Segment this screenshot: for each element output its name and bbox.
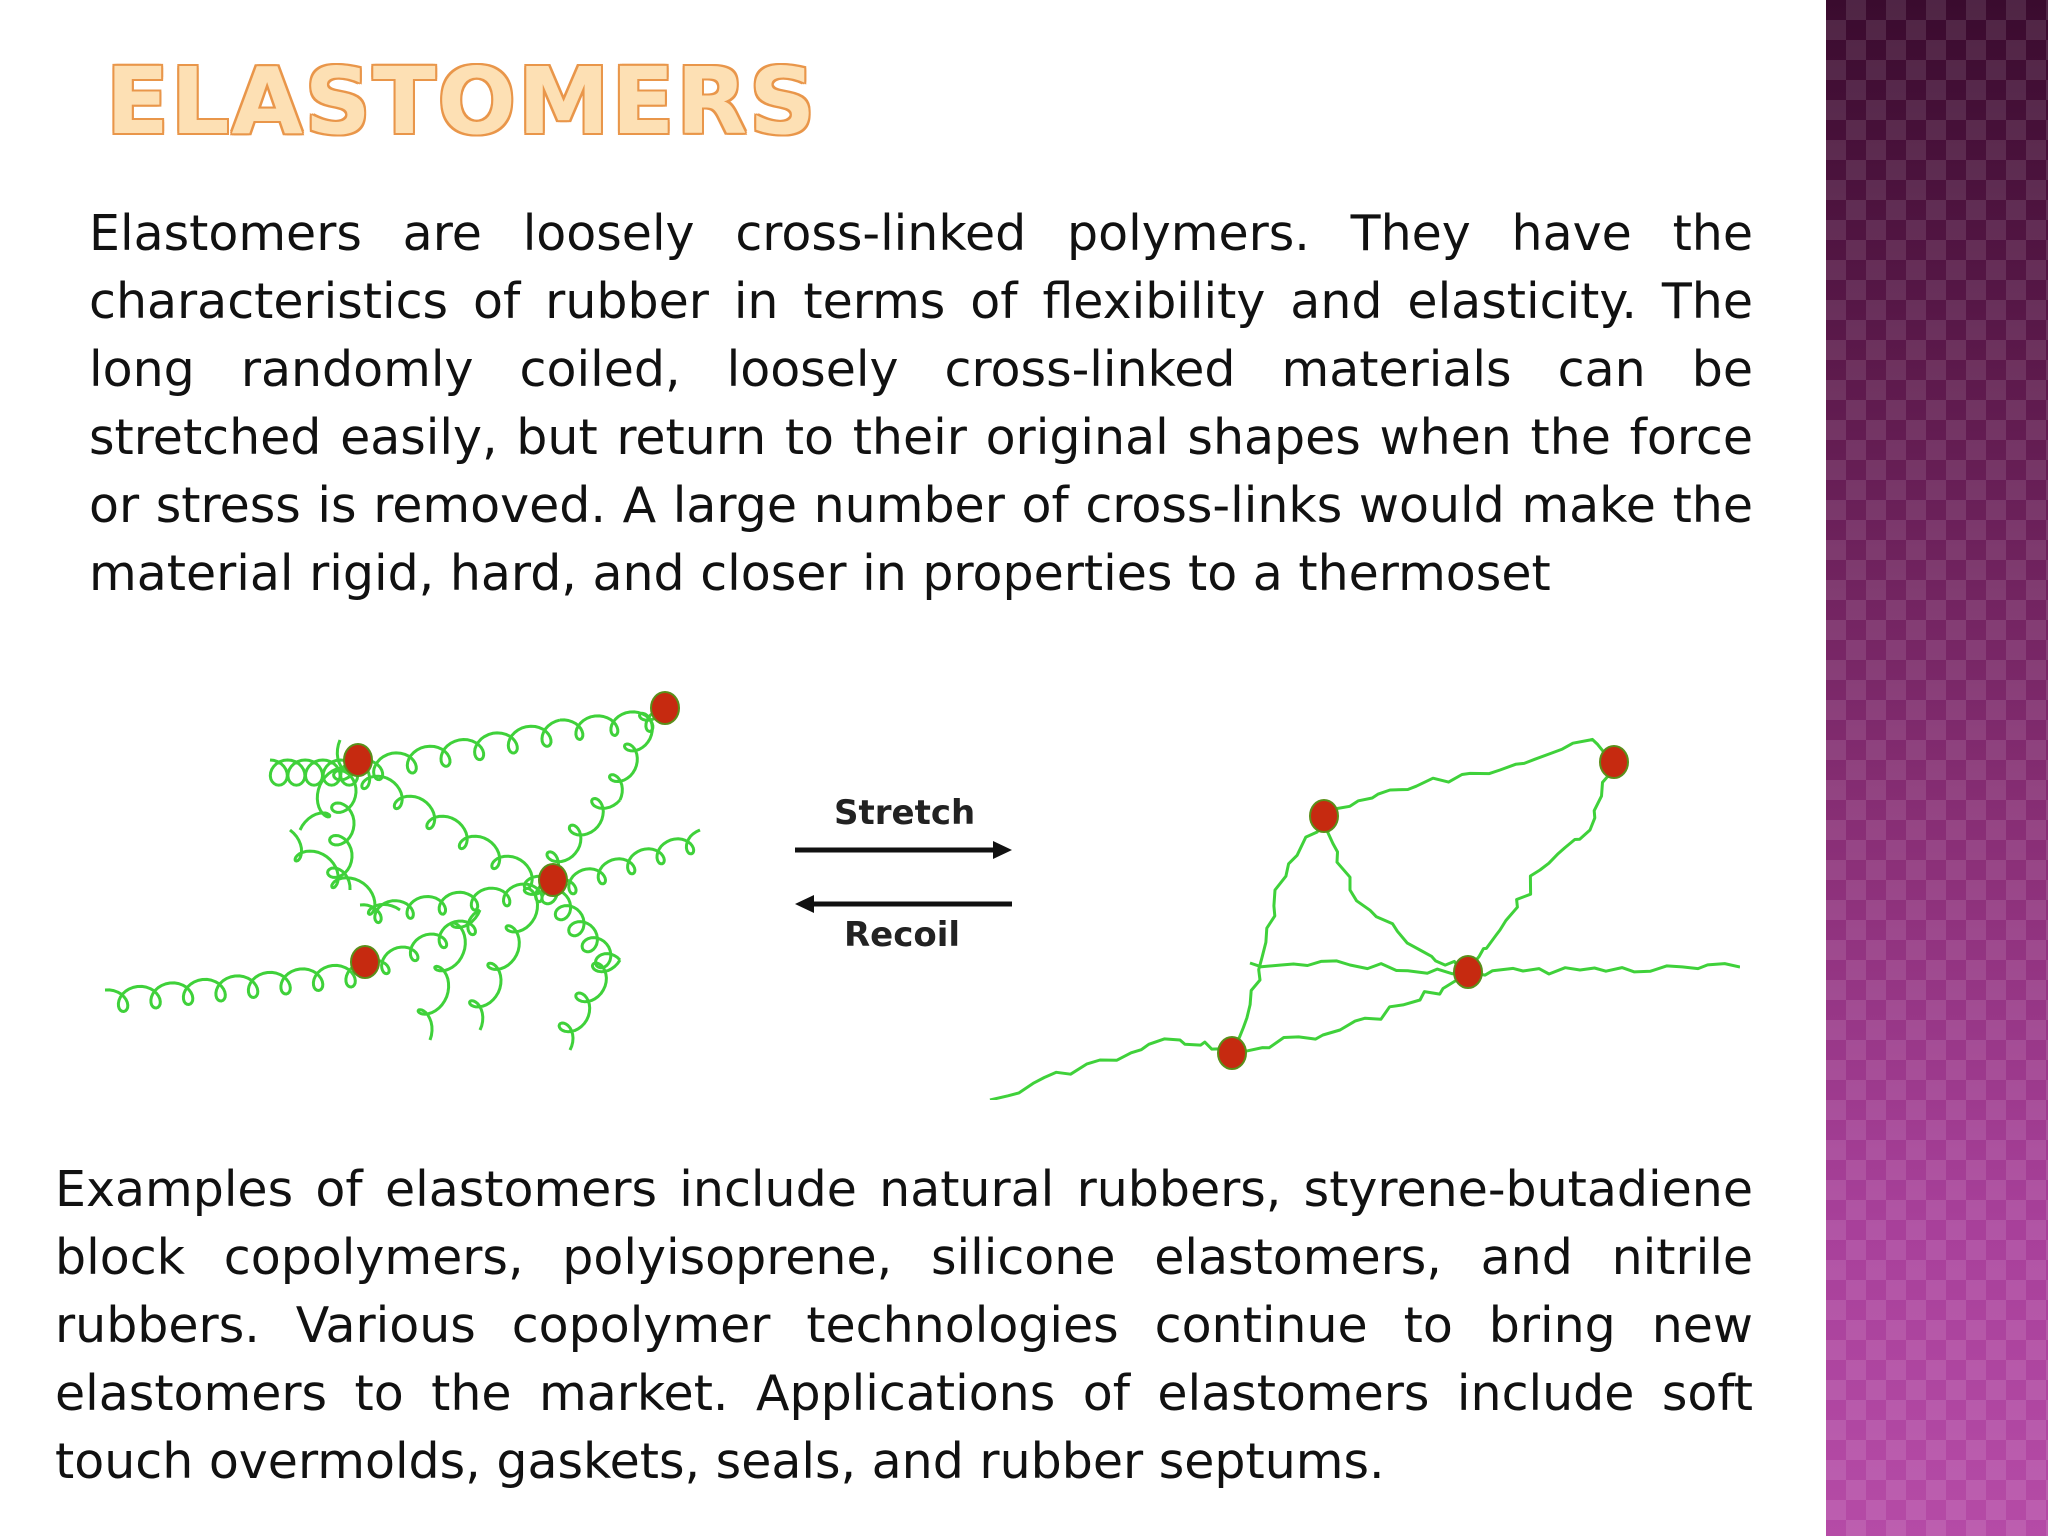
recoil-arrow-head (795, 895, 814, 913)
coiled-polymer-chain (357, 758, 554, 891)
relaxed-chain-network (104, 691, 701, 1051)
coiled-polymer-chain (298, 739, 352, 831)
extended-polymer-chain (1466, 761, 1616, 973)
extended-polymer-chain (1322, 815, 1468, 974)
extended-polymer-chain (1323, 737, 1615, 818)
crosslink-point (650, 691, 680, 725)
stretch-label: Stretch (834, 793, 976, 833)
examples-paragraph: Examples of elastomers include natural r… (55, 1161, 1753, 1490)
stretch-recoil-arrows (795, 841, 1012, 913)
stretched-chain-network (989, 737, 1740, 1100)
coiled-polymer-chain (359, 878, 554, 925)
definition-paragraph: Elastomers are loosely cross-linked poly… (89, 205, 1753, 602)
coiled-polymer-chain (545, 797, 622, 881)
extended-polymer-chain (1249, 959, 1469, 976)
crosslink-point (1309, 799, 1339, 833)
side-band-pattern (1826, 0, 2048, 1536)
crosslink-point (1599, 745, 1629, 779)
extended-polymer-chain (1231, 970, 1469, 1055)
crosslink-point (350, 945, 380, 979)
extended-polymer-chain (1230, 815, 1326, 1054)
coiled-polymer-chain (559, 706, 666, 741)
coiled-polymer-chain (552, 828, 701, 896)
coiled-polymer-chain (557, 959, 622, 1051)
coiled-polymer-chain (289, 828, 401, 916)
slide-title: ELASTOMERS (106, 48, 818, 155)
extended-polymer-chain (1467, 962, 1740, 977)
decorative-side-band (1826, 0, 2048, 1536)
coiled-polymer-chain (104, 960, 366, 1013)
coiled-polymer-chain (364, 908, 481, 976)
coiled-polymer-chain (416, 909, 482, 1041)
crosslink-point (343, 743, 373, 777)
crosslink-point (1453, 955, 1483, 989)
elastomer-diagram-svg (104, 691, 1740, 1100)
recoil-label: Recoil (844, 915, 961, 955)
coiled-polymer-chain (468, 879, 555, 1031)
coiled-polymer-chain (326, 759, 360, 891)
stretch-arrow-head (993, 841, 1012, 859)
coiled-polymer-chain (357, 718, 561, 782)
crosslink-point (1217, 1036, 1247, 1070)
crosslink-point (538, 863, 568, 897)
coiled-polymer-chain (608, 707, 667, 801)
extended-polymer-chain (989, 1037, 1233, 1100)
elastomer-diagram: Stretch Recoil (100, 680, 1740, 1100)
